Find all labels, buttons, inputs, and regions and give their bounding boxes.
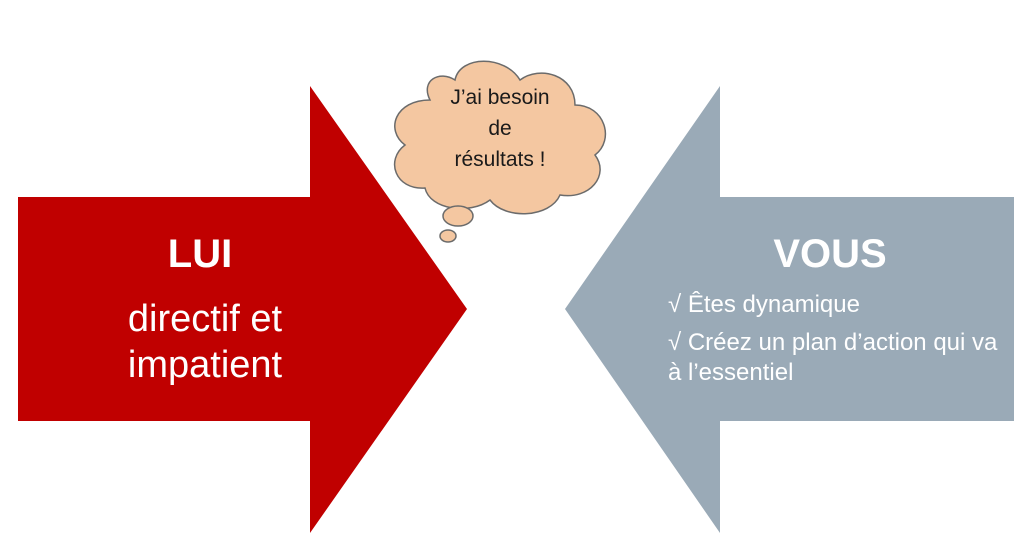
lui-title: LUI [167,232,233,276]
bubble-line-2: de [488,117,512,140]
lui-description-line-1: directif et [127,298,283,340]
thought-bubble-shape [394,60,606,243]
thought-bubble-text: J’ai besoin de résultats ! [405,82,595,175]
vous-list: √ Êtes dynamique √ Créez un plan d’actio… [668,290,998,396]
vous-item-1: √ Êtes dynamique [668,291,860,318]
vous-title: VOUS [773,232,887,276]
right-arrow-shape [565,86,1014,533]
lui-description: directif et impatient [60,296,350,388]
vous-item-2: √ Créez un plan d’action qui va à l’esse… [668,329,998,386]
lui-description-line-2: impatient [127,344,283,386]
bubble-line-3: résultats ! [454,148,546,171]
left-arrow-shape [18,86,467,533]
bubble-line-1: J’ai besoin [450,86,550,109]
